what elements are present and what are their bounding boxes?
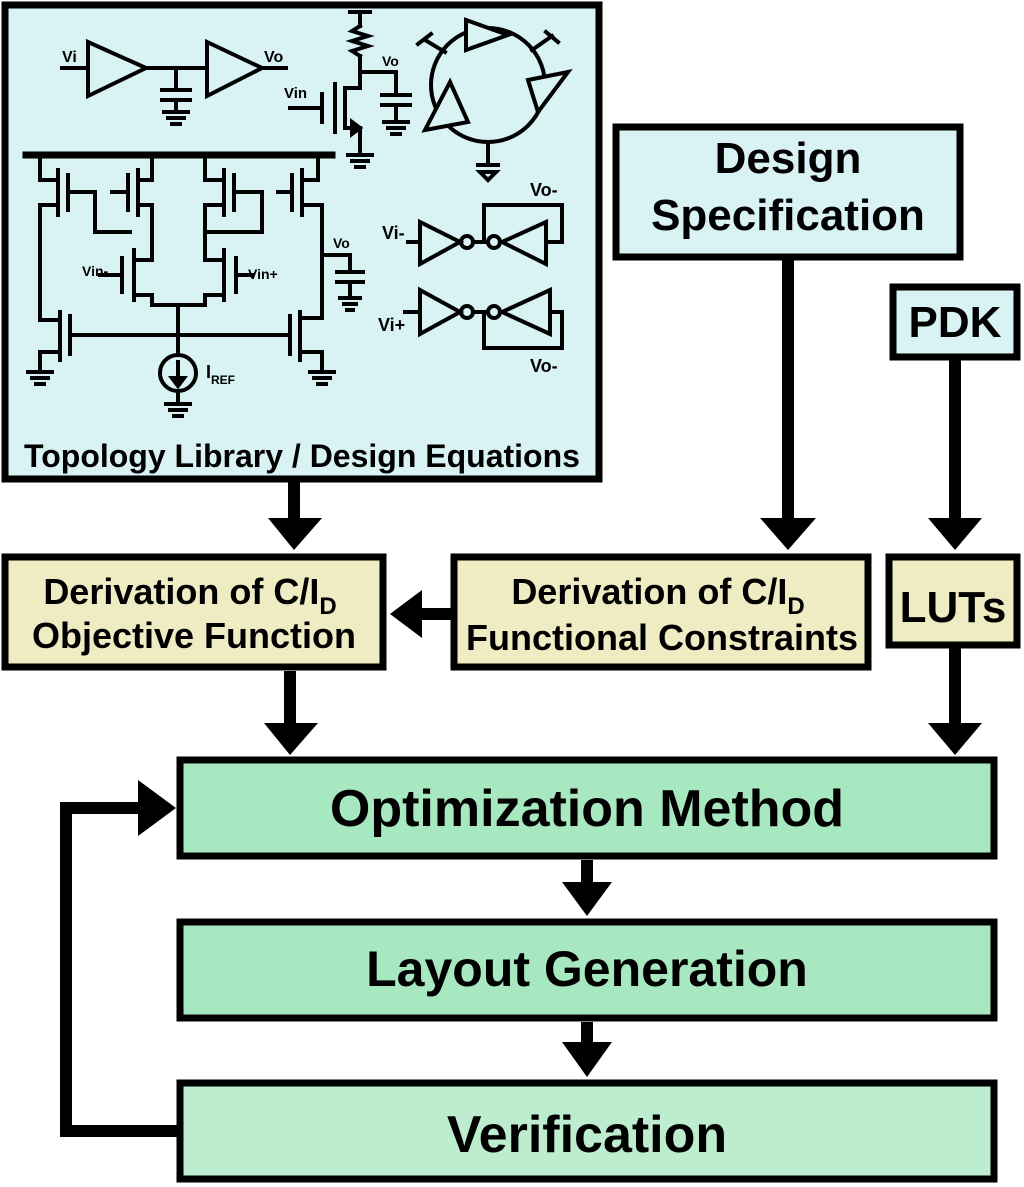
pdk-label: PDK: [909, 298, 1002, 347]
topology-library-frame: [1, 1, 603, 483]
luts-box: LUTs: [885, 553, 1021, 649]
optimization-method-frame: [176, 756, 998, 860]
ota-schematic: [22, 151, 365, 418]
derivation-objective-subscript: D: [319, 593, 336, 620]
pdk-frame: [889, 283, 1021, 361]
latch-schematic: [403, 203, 564, 350]
ring-oscillator-schematic: [415, 17, 573, 183]
ota-input-minus-label: Vin-: [82, 263, 109, 279]
design-specification-box: Design Specification: [612, 123, 964, 261]
latch-bottom-output-label: Vo-: [530, 356, 558, 376]
arrow-objective-to-optimization: [264, 671, 318, 755]
derivation-objective-box: Derivation of C/ID Objective Function: [1, 553, 387, 671]
arrow-optimization-to-layout: [562, 860, 612, 916]
circuit-labels: Vi Vo Vin Vo Vin- Vin+ Vo IREF Vi- Vo- V…: [62, 49, 558, 387]
derivation-constraints-frame: [450, 553, 872, 671]
circuit-schematics: [22, 10, 573, 418]
arrow-luts-to-optimization: [928, 648, 982, 755]
arrow-pdk-to-luts: [928, 360, 982, 550]
layout-generation-box: Layout Generation: [176, 918, 998, 1022]
iref-subscript: REF: [211, 373, 235, 387]
cs-output-label: Vo: [382, 53, 399, 69]
latch-bottom-input-label: Vi+: [378, 315, 405, 335]
ota-input-plus-label: Vin+: [248, 266, 278, 282]
verification-box: Verification: [176, 1079, 998, 1183]
derivation-objective-frame: [1, 553, 387, 671]
flow-arrows: [60, 260, 982, 1137]
derivation-objective-prefix: Derivation of C/I: [43, 571, 319, 612]
iref-label: IREF: [206, 362, 235, 387]
buffer-output-label: Vo: [264, 49, 283, 66]
latch-top-output-label: Vo-: [530, 180, 558, 200]
design-specification-line1: Design: [715, 134, 862, 183]
derivation-constraints-box: Derivation of C/ID Functional Constraint…: [450, 553, 872, 671]
arrow-verification-feedback: [60, 780, 180, 1137]
design-specification-line2: Specification: [651, 191, 925, 240]
derivation-constraints-line2: Functional Constraints: [466, 617, 858, 658]
luts-frame: [885, 553, 1021, 649]
optimization-method-label: Optimization Method: [330, 780, 844, 838]
buffer-chain-schematic: [60, 38, 288, 126]
layout-generation-frame: [176, 918, 998, 1022]
optimization-method-box: Optimization Method: [176, 756, 998, 860]
verification-label: Verification: [447, 1106, 727, 1164]
topology-library-box: Vi Vo Vin Vo Vin- Vin+ Vo IREF Vi- Vo- V…: [1, 1, 603, 483]
iref-main: I: [206, 362, 211, 382]
derivation-objective-line2: Objective Function: [32, 615, 356, 656]
pdk-box: PDK: [889, 283, 1021, 361]
luts-label: LUTs: [900, 583, 1007, 632]
derivation-constraints-line1: Derivation of C/ID: [511, 571, 804, 620]
arrow-library-to-objective: [268, 482, 322, 550]
derivation-constraints-subscript: D: [787, 593, 804, 620]
ota-output-label: Vo: [333, 235, 350, 251]
cs-input-label: Vin: [284, 85, 307, 102]
layout-generation-label: Layout Generation: [366, 941, 808, 997]
arrow-spec-to-constraints: [760, 260, 816, 550]
arrow-constraints-to-objective: [390, 590, 452, 638]
latch-top-input-label: Vi-: [382, 223, 405, 243]
common-source-schematic: [288, 10, 412, 169]
arrow-layout-to-verification: [562, 1022, 612, 1077]
topology-library-label: Topology Library / Design Equations: [24, 438, 580, 474]
derivation-constraints-prefix: Derivation of C/I: [511, 571, 787, 612]
design-specification-frame: [612, 123, 964, 261]
derivation-objective-line1: Derivation of C/ID: [43, 571, 336, 620]
buffer-input-label: Vi: [62, 49, 77, 66]
